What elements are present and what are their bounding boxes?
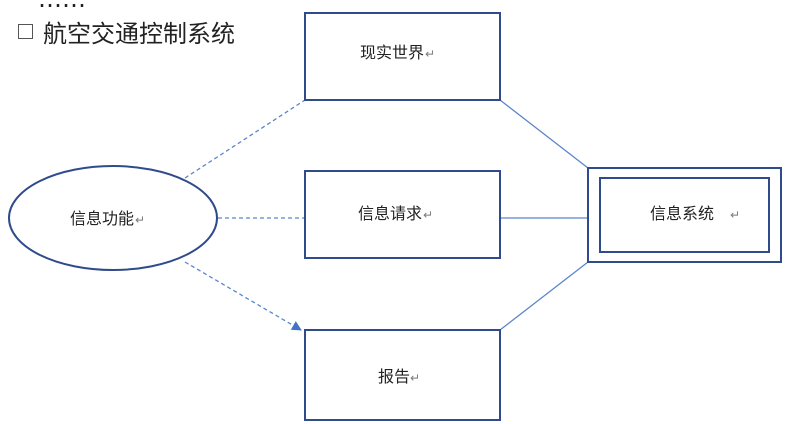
connector-function-to-report	[184, 261, 302, 331]
return-mark-icon: ↵	[423, 208, 433, 222]
square-bullet-icon	[18, 24, 33, 39]
node-report-label: 报告	[378, 367, 410, 386]
connector-realworld-to-system	[499, 99, 589, 169]
node-info-function: 信息功能 ↵	[8, 165, 218, 271]
node-info-request: 信息请求 ↵	[304, 170, 501, 259]
node-info-system-label: 信息系统	[650, 204, 714, 223]
clipped-heading: ……	[38, 0, 86, 13]
connector-function-to-realworld	[184, 99, 306, 179]
return-mark-icon: ↵	[425, 47, 435, 61]
node-info-function-label: 信息功能	[70, 209, 134, 228]
node-info-request-label: 信息请求	[358, 204, 422, 223]
node-info-system: 信息系统 ↵	[587, 167, 782, 263]
connector-report-to-system	[499, 261, 589, 331]
return-mark-icon: ↵	[730, 208, 740, 222]
node-real-world-label: 现实世界	[360, 43, 424, 62]
bullet-item: 航空交通控制系统	[18, 14, 235, 49]
return-mark-icon: ↵	[135, 213, 145, 227]
return-mark-icon: ↵	[410, 371, 420, 385]
bullet-text: 航空交通控制系统	[43, 20, 235, 48]
node-real-world: 现实世界 ↵	[304, 12, 501, 101]
node-report: 报告 ↵	[304, 329, 501, 421]
